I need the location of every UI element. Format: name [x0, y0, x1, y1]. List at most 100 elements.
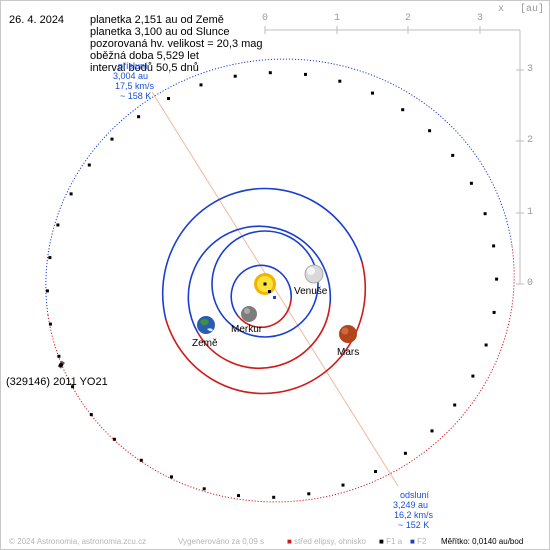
footer-scale: Měřítko: 0,0140 au/bod: [441, 537, 523, 546]
orbit-point: [307, 492, 311, 496]
mercury-orbit-below: [237, 299, 292, 329]
y-tick-1: 1: [527, 207, 534, 218]
footer-copyright: © 2024 Astronomia, astronomia.zcu.cz: [9, 537, 147, 546]
orbit-point: [492, 244, 496, 248]
orbit-point: [469, 181, 473, 185]
orbit-point: [304, 72, 307, 76]
orbit-point: [268, 71, 272, 75]
footer-legend-f2: ■ F2: [410, 537, 427, 546]
x-tick-2: 2: [405, 13, 412, 24]
earth-icon: [197, 316, 215, 334]
orbit-point: [374, 470, 377, 473]
orbit-point: [45, 289, 49, 293]
perihelion-speed: 17,5 km/s: [115, 81, 155, 91]
aphelion-title: odsluní: [400, 490, 430, 500]
perihelion-distance: 3,004 au: [113, 71, 149, 81]
aphelion-speed: 16,2 km/s: [394, 510, 434, 520]
footer-legend-f1: ■ F1 a: [379, 537, 403, 546]
y-tick-3: 3: [527, 64, 534, 75]
orbit-point: [87, 163, 91, 167]
orbit-point: [167, 97, 170, 100]
earth-label: Země: [192, 338, 218, 349]
orbit-point: [56, 223, 60, 227]
orbit-point: [89, 413, 93, 417]
orbit-point: [428, 129, 432, 133]
y-tick-2: 2: [527, 135, 534, 146]
venus-icon: [304, 264, 324, 284]
orbit-focus-marker: [268, 290, 271, 293]
orbit-point: [137, 115, 141, 119]
orbit-point: [233, 74, 237, 78]
info-line-magnitude: pozorovaná hv. velikost = 20,3 mag: [90, 38, 263, 50]
info-line-period: oběžná doba 5,529 let: [90, 50, 199, 62]
orbit-point: [237, 494, 240, 498]
orbit-point: [139, 458, 143, 462]
orbit-point: [483, 212, 487, 216]
earth-orbit-below: [197, 303, 331, 370]
aphelion-distance: 3,249 au: [393, 500, 429, 510]
earth-orbit-above: [187, 225, 332, 334]
orbit-point: [272, 495, 276, 499]
mercury-icon: [241, 306, 257, 322]
venus-label: Venuše: [294, 286, 328, 297]
legend-f2-text: F2: [417, 537, 427, 546]
x-tick-1: 1: [334, 13, 341, 24]
orbit-point: [451, 153, 455, 157]
mars-label: Mars: [337, 347, 360, 358]
mercury-label: Merkur: [231, 324, 263, 335]
y-tick-0: 0: [527, 278, 534, 289]
orbit-point: [202, 487, 206, 491]
orbit-point: [71, 385, 75, 389]
asteroid-orbit-below: [47, 245, 515, 503]
footer-generated: Vygenerováno za 0,09 s: [178, 537, 264, 546]
orbit-point: [453, 403, 457, 407]
asteroid-orbit-above: [45, 58, 513, 316]
perihelion-title: přísluní: [118, 61, 148, 71]
x-axis-label: x: [498, 4, 505, 15]
x-tick-3: 3: [477, 13, 484, 24]
perihelion-temperature: ~ 158 K: [120, 91, 152, 101]
orbit-point: [338, 79, 342, 83]
x-tick-0: 0: [262, 13, 269, 24]
orbit-center-marker: [273, 296, 276, 299]
orbit-point: [112, 437, 116, 441]
scale-text: Měřítko: 0,0140 au/bod: [441, 537, 524, 546]
info-line-distance-sun: planetka 3,100 au od Slunce: [90, 26, 230, 38]
orbit-point: [484, 343, 488, 347]
orbit-point: [48, 256, 52, 260]
orbit-point: [471, 374, 475, 378]
legend-center-text: střed elipsy, ohnisko: [294, 537, 366, 546]
orbit-point: [495, 277, 499, 281]
asteroid-orbit-points: [45, 71, 499, 499]
orbit-point: [48, 322, 52, 326]
sun-icon: [254, 273, 276, 295]
venus-orbit: [211, 230, 319, 338]
orbit-point: [199, 83, 203, 87]
info-line-distance-earth: planetka 2,151 au od Země: [90, 14, 224, 26]
mars-icon: [339, 325, 357, 343]
orbit-point: [492, 310, 496, 314]
orbit-point: [69, 192, 73, 196]
orbit-point: [401, 108, 405, 112]
asteroid-icon: [57, 360, 65, 369]
unit-label: [au]: [520, 4, 545, 15]
top-axis: [264, 26, 520, 34]
legend-f1-text: F1 a: [386, 537, 403, 546]
aphelion-temperature: ~ 152 K: [398, 520, 430, 530]
orbit-point: [170, 475, 173, 479]
footer-legend-center: ■ střed elipsy, ohnisko: [287, 537, 366, 546]
orbit-point: [341, 483, 345, 487]
mars-orbit-below: [165, 261, 367, 395]
asteroid-label: (329146) 2011 YO21: [6, 376, 108, 388]
mercury-orbit-above: [230, 264, 292, 317]
info-line-interval: interval bodů 50,5 dnů: [90, 62, 199, 74]
orbit-point: [371, 91, 374, 95]
date-label: 26. 4. 2024: [9, 14, 65, 26]
orbit-point: [57, 354, 61, 358]
right-axis: [516, 30, 524, 285]
mars-orbit-above: [161, 187, 363, 321]
orbit-point: [110, 137, 114, 141]
line-of-apsides: [151, 91, 399, 487]
orbit-point: [430, 429, 434, 433]
